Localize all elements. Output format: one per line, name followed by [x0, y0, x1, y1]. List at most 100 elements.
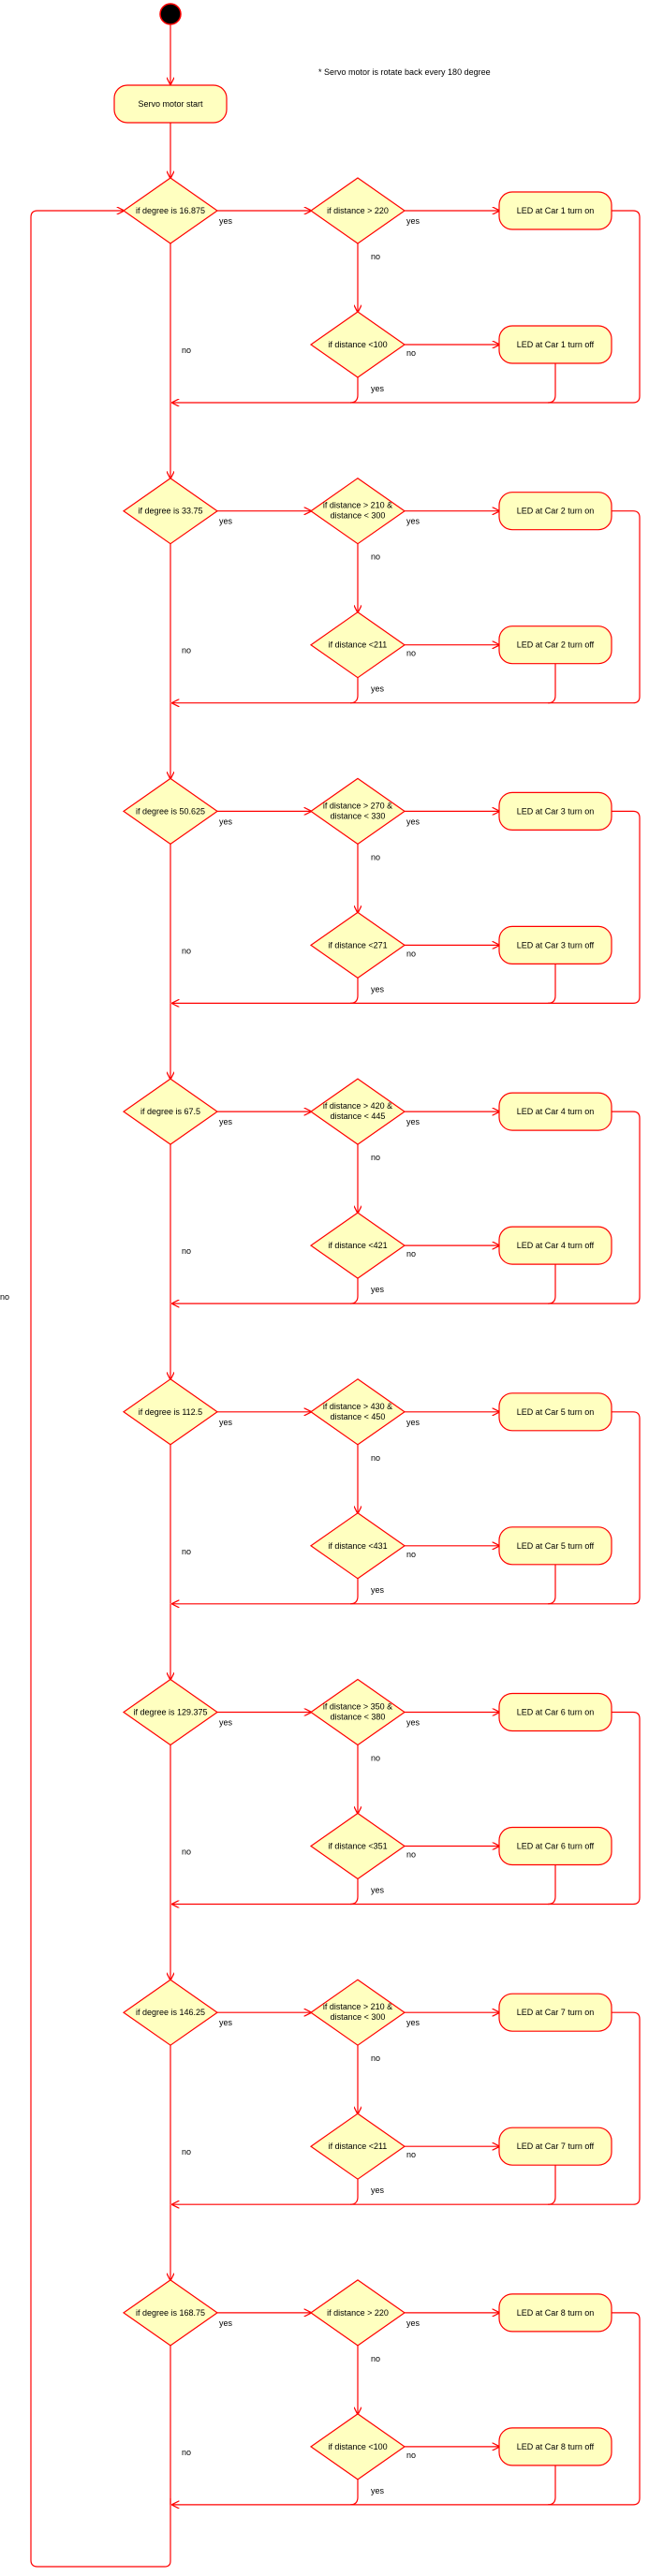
distance2-label-4: if distance <421	[328, 1241, 387, 1250]
edge-led-off-merge-2	[547, 663, 556, 704]
distance2-yes-label-5: yes	[371, 1585, 385, 1595]
degree-decision-label-3: if degree is 50.625	[136, 806, 205, 816]
distance1-yes-label-6: yes	[406, 1718, 420, 1728]
degree-no-label-2: no	[182, 646, 191, 655]
edge-led-off-merge-4	[547, 1264, 556, 1304]
distance1-yes-label-3: yes	[406, 817, 420, 826]
degree-decision-label-8: if degree is 168.75	[136, 2308, 205, 2318]
loop-back-edge	[30, 211, 171, 2568]
led-off-label-3: LED at Car 3 turn off	[517, 940, 595, 949]
distance1-label-a-4: if distance > 420 &	[323, 1101, 392, 1111]
distance1-no-label-8: no	[371, 2354, 380, 2363]
distance1-yes-label-2: yes	[406, 517, 420, 526]
distance2-yes-label-7: yes	[371, 2186, 385, 2195]
distance1-no-label-6: no	[371, 1754, 380, 1763]
edge-distance2-yes-5	[349, 1578, 359, 1605]
distance1-label-a-3: if distance > 270 &	[323, 801, 392, 810]
distance1-yes-label-7: yes	[406, 2018, 420, 2027]
degree-yes-label-3: yes	[219, 817, 233, 826]
distance2-yes-label-3: yes	[371, 984, 385, 994]
distance2-label-6: if distance <351	[328, 1842, 387, 1851]
distance1-label-a-5: if distance > 430 &	[323, 1402, 392, 1411]
edge-led-off-merge-6	[547, 1864, 556, 1906]
distance1-label-a-2: if distance > 210 &	[323, 501, 392, 510]
degree-yes-label-2: yes	[219, 517, 233, 526]
degree-no-label-1: no	[182, 346, 191, 355]
edge-led-on-merge-2	[172, 510, 641, 703]
distance2-no-label-5: no	[406, 1550, 416, 1559]
degree-decision-label-5: if degree is 112.5	[139, 1407, 202, 1417]
edge-led-on-merge-6	[172, 1711, 641, 1905]
distance1-label-1: if distance > 220	[327, 206, 389, 215]
led-off-label-4: LED at Car 4 turn off	[517, 1241, 595, 1250]
degree-decision-label-6: if degree is 129.375	[133, 1708, 207, 1717]
distance1-no-label-1: no	[371, 252, 380, 261]
distance2-yes-label-2: yes	[371, 684, 385, 694]
edge-distance2-yes-7	[349, 2179, 359, 2205]
distance1-label-b-6: distance < 380	[331, 1713, 386, 1722]
edge-led-off-merge-7	[547, 2165, 556, 2205]
distance1-label-b-4: distance < 445	[331, 1111, 386, 1121]
degree-decision-label-7: if degree is 146.25	[136, 2008, 205, 2017]
degree-decision-label-2: if degree is 33.75	[138, 507, 202, 516]
distance2-no-label-7: no	[406, 2150, 416, 2159]
distance1-no-label-7: no	[371, 2053, 380, 2063]
led-on-label-2: LED at Car 2 turn on	[517, 507, 595, 516]
led-off-label-2: LED at Car 2 turn off	[517, 640, 595, 650]
led-on-label-3: LED at Car 3 turn on	[517, 806, 595, 816]
edge-led-on-merge-3	[172, 810, 641, 1003]
distance2-yes-label-8: yes	[371, 2486, 385, 2495]
degree-decision-label-1: if degree is 16.875	[136, 206, 205, 215]
distance2-no-label-4: no	[406, 1249, 416, 1259]
edge-led-off-merge-5	[547, 1564, 556, 1605]
distance2-label-5: if distance <431	[328, 1541, 387, 1551]
edge-led-on-merge-4	[172, 1111, 641, 1303]
led-on-label-5: LED at Car 5 turn on	[517, 1407, 595, 1417]
distance1-label-b-3: distance < 330	[331, 811, 386, 820]
degree-yes-label-8: yes	[219, 2318, 233, 2328]
distance2-no-label-8: no	[406, 2451, 416, 2460]
distance1-no-label-5: no	[371, 1453, 380, 1463]
distance1-no-label-3: no	[371, 852, 380, 861]
edge-distance2-yes-1	[349, 377, 359, 404]
distance1-no-label-4: no	[371, 1153, 380, 1162]
distance2-yes-label-1: yes	[371, 384, 385, 393]
led-off-label-8: LED at Car 8 turn off	[517, 2442, 595, 2451]
edge-led-off-merge-8	[547, 2465, 556, 2506]
edge-distance2-yes-4	[349, 1278, 359, 1304]
led-off-label-5: LED at Car 5 turn off	[517, 1541, 595, 1551]
led-off-label-6: LED at Car 6 turn off	[517, 1842, 595, 1851]
led-on-label-4: LED at Car 4 turn on	[517, 1107, 595, 1116]
edge-led-on-merge-7	[172, 2011, 641, 2204]
edge-distance2-yes-2	[349, 677, 359, 704]
distance2-label-7: if distance <211	[329, 2142, 388, 2151]
edge-led-off-merge-1	[547, 363, 556, 404]
distance1-label-b-5: distance < 450	[331, 1412, 386, 1421]
edge-led-off-merge-3	[547, 964, 556, 1004]
degree-yes-label-6: yes	[219, 1718, 233, 1728]
edge-led-on-merge-5	[172, 1411, 641, 1604]
loop-back-label: no	[0, 1292, 9, 1302]
distance2-no-label-2: no	[406, 649, 416, 658]
degree-yes-label-1: yes	[219, 216, 233, 226]
degree-no-label-8: no	[182, 2448, 191, 2457]
distance1-yes-label-8: yes	[406, 2318, 420, 2328]
distance2-label-3: if distance <271	[328, 940, 387, 949]
distance1-label-a-7: if distance > 210 &	[323, 2002, 392, 2011]
distance2-yes-label-4: yes	[371, 1285, 385, 1294]
edge-distance2-yes-8	[349, 2479, 359, 2506]
led-off-label-1: LED at Car 1 turn off	[517, 340, 595, 349]
degree-yes-label-4: yes	[219, 1117, 233, 1126]
distance2-label-2: if distance <211	[329, 640, 388, 650]
edge-led-on-merge-8	[172, 2312, 641, 2505]
distance1-yes-label-4: yes	[406, 1117, 420, 1126]
distance2-label-8: if distance <100	[328, 2442, 387, 2451]
distance2-no-label-1: no	[406, 348, 416, 358]
degree-no-label-3: no	[182, 946, 191, 955]
edge-led-on-merge-1	[172, 210, 641, 403]
distance1-no-label-2: no	[371, 552, 380, 562]
degree-yes-label-5: yes	[219, 1418, 233, 1427]
distance1-label-b-2: distance < 300	[331, 511, 386, 521]
servo-start-label: Servo motor start	[138, 99, 203, 109]
